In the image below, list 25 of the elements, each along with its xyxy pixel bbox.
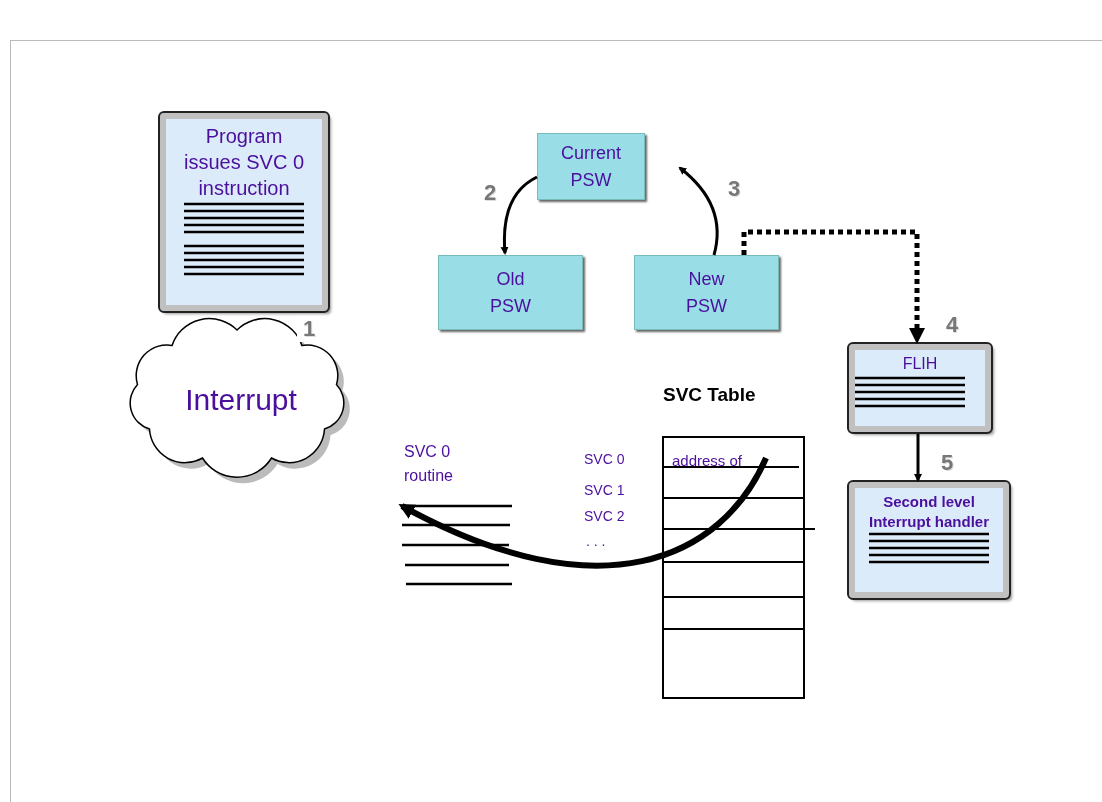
psw-box: [438, 255, 583, 330]
program-box: [160, 113, 328, 311]
psw-box: [537, 133, 645, 200]
box-label: New PSW: [685, 268, 728, 318]
routine-title: SVC 0 routine: [404, 442, 454, 486]
cloud-label: Interrupt: [185, 383, 297, 417]
arrow: [500, 175, 538, 255]
psw-box: [634, 255, 779, 330]
ellipsis-label: . . .: [586, 533, 606, 549]
handler-box: [849, 344, 991, 432]
box-title: FLIH: [901, 354, 939, 374]
box-title: Second level Interrupt handler: [868, 492, 990, 531]
row-label: SVC 0: [584, 451, 625, 467]
table-heading: SVC Table: [663, 384, 756, 406]
arrow: [678, 166, 719, 256]
box-title: Program issues SVC 0 instruction: [182, 124, 306, 201]
box-label: Old PSW: [489, 268, 532, 318]
arrow: [914, 434, 922, 482]
arrow: [398, 456, 769, 569]
row-label: SVC 1: [584, 482, 625, 498]
row-label: SVC 2: [584, 508, 625, 524]
box-label: Current PSW: [560, 142, 622, 192]
handler-box: [849, 482, 1009, 598]
table-cell-text: address of: [672, 452, 743, 469]
arrow: [741, 229, 925, 344]
